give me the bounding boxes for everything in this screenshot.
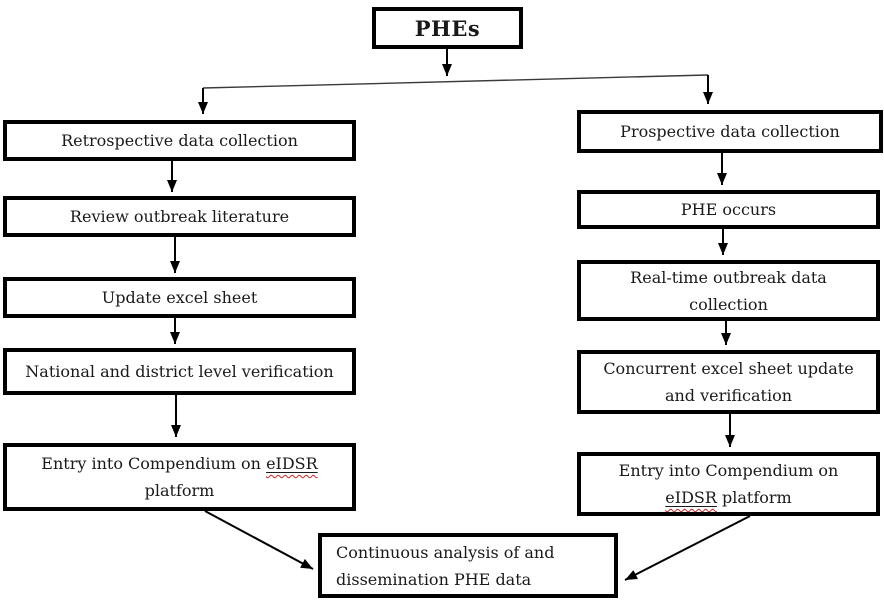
label-line2: and verification <box>664 386 793 405</box>
eidsr-term: eIDSR <box>266 454 318 473</box>
eidsr-term-text: eIDSR <box>665 488 717 507</box>
flow-node-prospective-data-collection: Prospective data collection <box>577 110 883 153</box>
entry-label-line2: platform <box>144 481 215 500</box>
flow-node-label: Retrospective data collection <box>61 131 298 150</box>
flow-node-label: Concurrent excel sheet update and verific… <box>581 355 876 409</box>
flow-node-label: National and district level verification <box>25 362 334 381</box>
label-line2: collection <box>689 294 768 314</box>
flow-node-entry-compendium-right: Entry into Compendium on eIDSR platform <box>577 452 880 516</box>
flow-node-realtime-outbreak-data: Real-time outbreak data collection <box>577 260 880 321</box>
entry-label-line1: Entry into Compendium on <box>618 461 839 480</box>
flow-node-continuous-analysis: Continuous analysis of and dissemination … <box>318 533 618 598</box>
flow-node-review-outbreak-literature: Review outbreak literature <box>3 196 356 237</box>
flow-node-phes: PHEs <box>372 7 523 49</box>
flow-node-label: PHE occurs <box>680 200 777 219</box>
label-line1: Real-time outbreak data <box>630 267 827 287</box>
flow-node-phes-label: PHEs <box>414 15 481 41</box>
label-line1: Concurrent excel sheet update <box>603 359 854 378</box>
flow-node-label: Update excel sheet <box>101 288 258 307</box>
flow-node-label: Review outbreak literature <box>69 207 290 226</box>
flow-node-label: Real-time outbreak data collection <box>581 264 876 318</box>
flow-node-phe-occurs: PHE occurs <box>577 190 880 229</box>
flow-node-entry-compendium-left: Entry into Compendium on eIDSR platform <box>3 443 356 511</box>
flow-node-national-district-verification: National and district level verification <box>3 348 356 395</box>
flow-node-label: Continuous analysis of and dissemination … <box>322 539 614 593</box>
flow-node-concurrent-excel-update: Concurrent excel sheet update and verific… <box>577 350 880 414</box>
connector-left-merge <box>204 510 314 570</box>
flow-node-label: Entry into Compendium on eIDSR platform <box>7 450 352 504</box>
connector-right-merge <box>624 515 751 581</box>
flow-node-update-excel-sheet: Update excel sheet <box>3 277 356 318</box>
flow-node-retrospective-data-collection: Retrospective data collection <box>3 120 356 161</box>
label-line1: Continuous analysis of and <box>336 542 555 562</box>
flow-node-label: Entry into Compendium on eIDSR platform <box>581 457 876 511</box>
eidsr-term: eIDSR <box>665 488 717 507</box>
label-line2: dissemination PHE data <box>336 569 532 589</box>
eidsr-term-text: eIDSR <box>266 454 318 473</box>
entry-label-line2-after: platform <box>716 488 792 507</box>
connector-split-line <box>202 74 709 89</box>
entry-label-text: Entry into Compendium on <box>41 454 267 473</box>
flow-node-label: Prospective data collection <box>620 122 840 141</box>
